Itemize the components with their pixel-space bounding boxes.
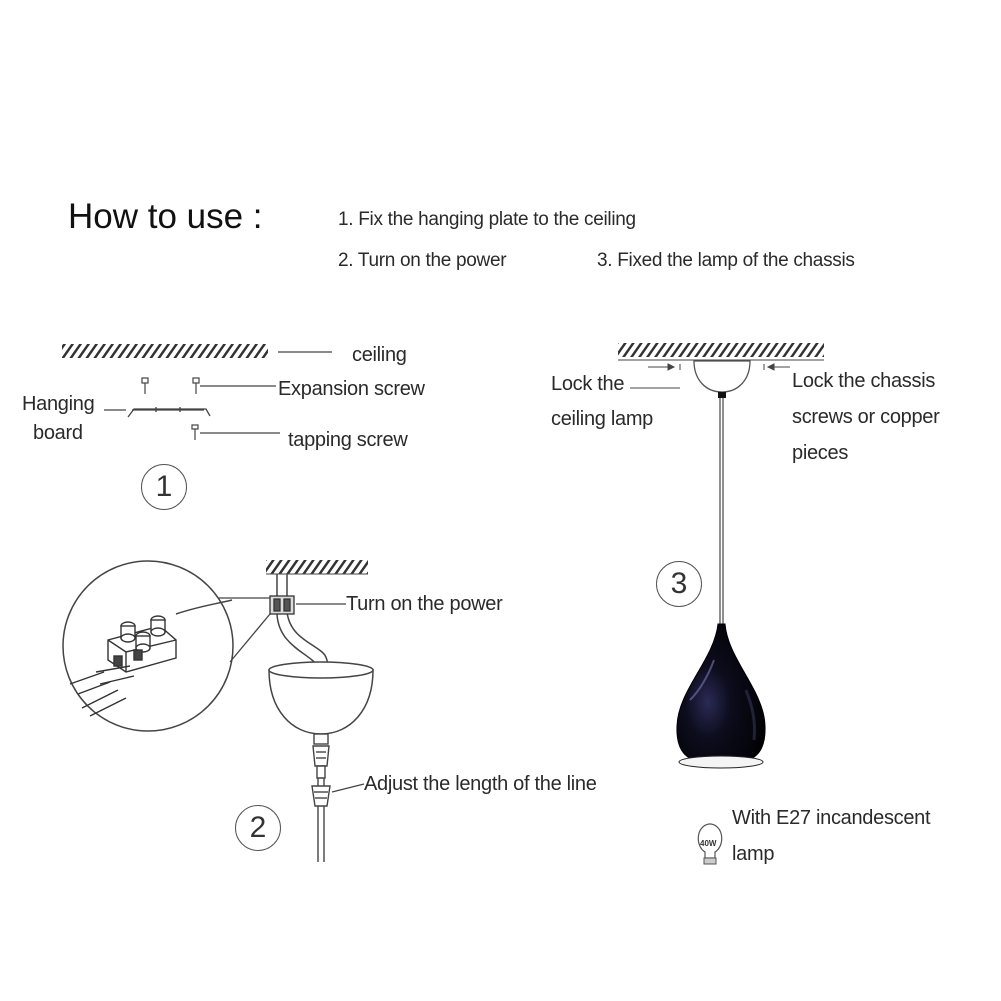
tapping-screw-icon — [191, 424, 199, 440]
step-instruction-3: 3. Fixed the lamp of the chassis — [597, 250, 855, 271]
turn-on-power-label: Turn on the power — [346, 593, 503, 615]
step1-ceiling-hatch — [62, 344, 268, 358]
step3-ceiling-hatch — [618, 343, 824, 357]
hanging-board-label-line1: Hanging — [22, 393, 95, 415]
bulb-icon: 40W — [697, 823, 723, 865]
page-title: How to use : — [68, 197, 263, 236]
bulb-label-line1: With E27 incandescent — [732, 807, 931, 829]
bulb-label-line2: lamp — [732, 843, 775, 865]
ceiling-label: ceiling — [352, 344, 407, 366]
pendant-shade — [676, 623, 766, 767]
step3-number-badge: 3 — [656, 561, 702, 607]
adjust-length-leader — [331, 783, 365, 793]
lock-chassis-label-line2: screws or copper — [792, 406, 940, 428]
adjust-length-label: Adjust the length of the line — [364, 773, 597, 795]
hanging-board-icon — [127, 407, 211, 418]
terminal-magnifier — [62, 560, 271, 732]
tapping-screw-label: tapping screw — [288, 429, 408, 451]
step1-diagram — [62, 344, 332, 440]
step2-number-badge: 2 — [235, 805, 281, 851]
pendant-shade-rim — [678, 755, 764, 769]
lock-ceiling-label-line2: ceiling lamp — [551, 408, 654, 430]
ceiling-canopy — [693, 360, 751, 393]
expansion-screw-label: Expansion screw — [278, 378, 425, 400]
lock-ceiling-label-line1: Lock the — [551, 373, 625, 395]
lock-chassis-label-line3: pieces — [792, 442, 849, 464]
terminal-block-icon — [269, 595, 295, 615]
canopy-bowl — [268, 669, 374, 735]
expansion-screw-icon — [141, 377, 200, 394]
step3-diagram: 40W — [618, 343, 824, 865]
lock-chassis-label-line1: Lock the chassis — [792, 370, 936, 392]
step2-ceiling-hatch — [266, 560, 368, 574]
step-instruction-1: 1. Fix the hanging plate to the ceiling — [338, 209, 636, 230]
step-instruction-2: 2. Turn on the power — [338, 250, 507, 271]
step1-number-badge: 1 — [141, 464, 187, 510]
lock-arrows — [648, 363, 790, 371]
step2-diagram — [62, 560, 374, 862]
hanging-board-label-line2: board — [33, 422, 83, 444]
cable-adjuster-icon — [311, 733, 331, 807]
bulb-wattage: 40W — [700, 839, 717, 848]
